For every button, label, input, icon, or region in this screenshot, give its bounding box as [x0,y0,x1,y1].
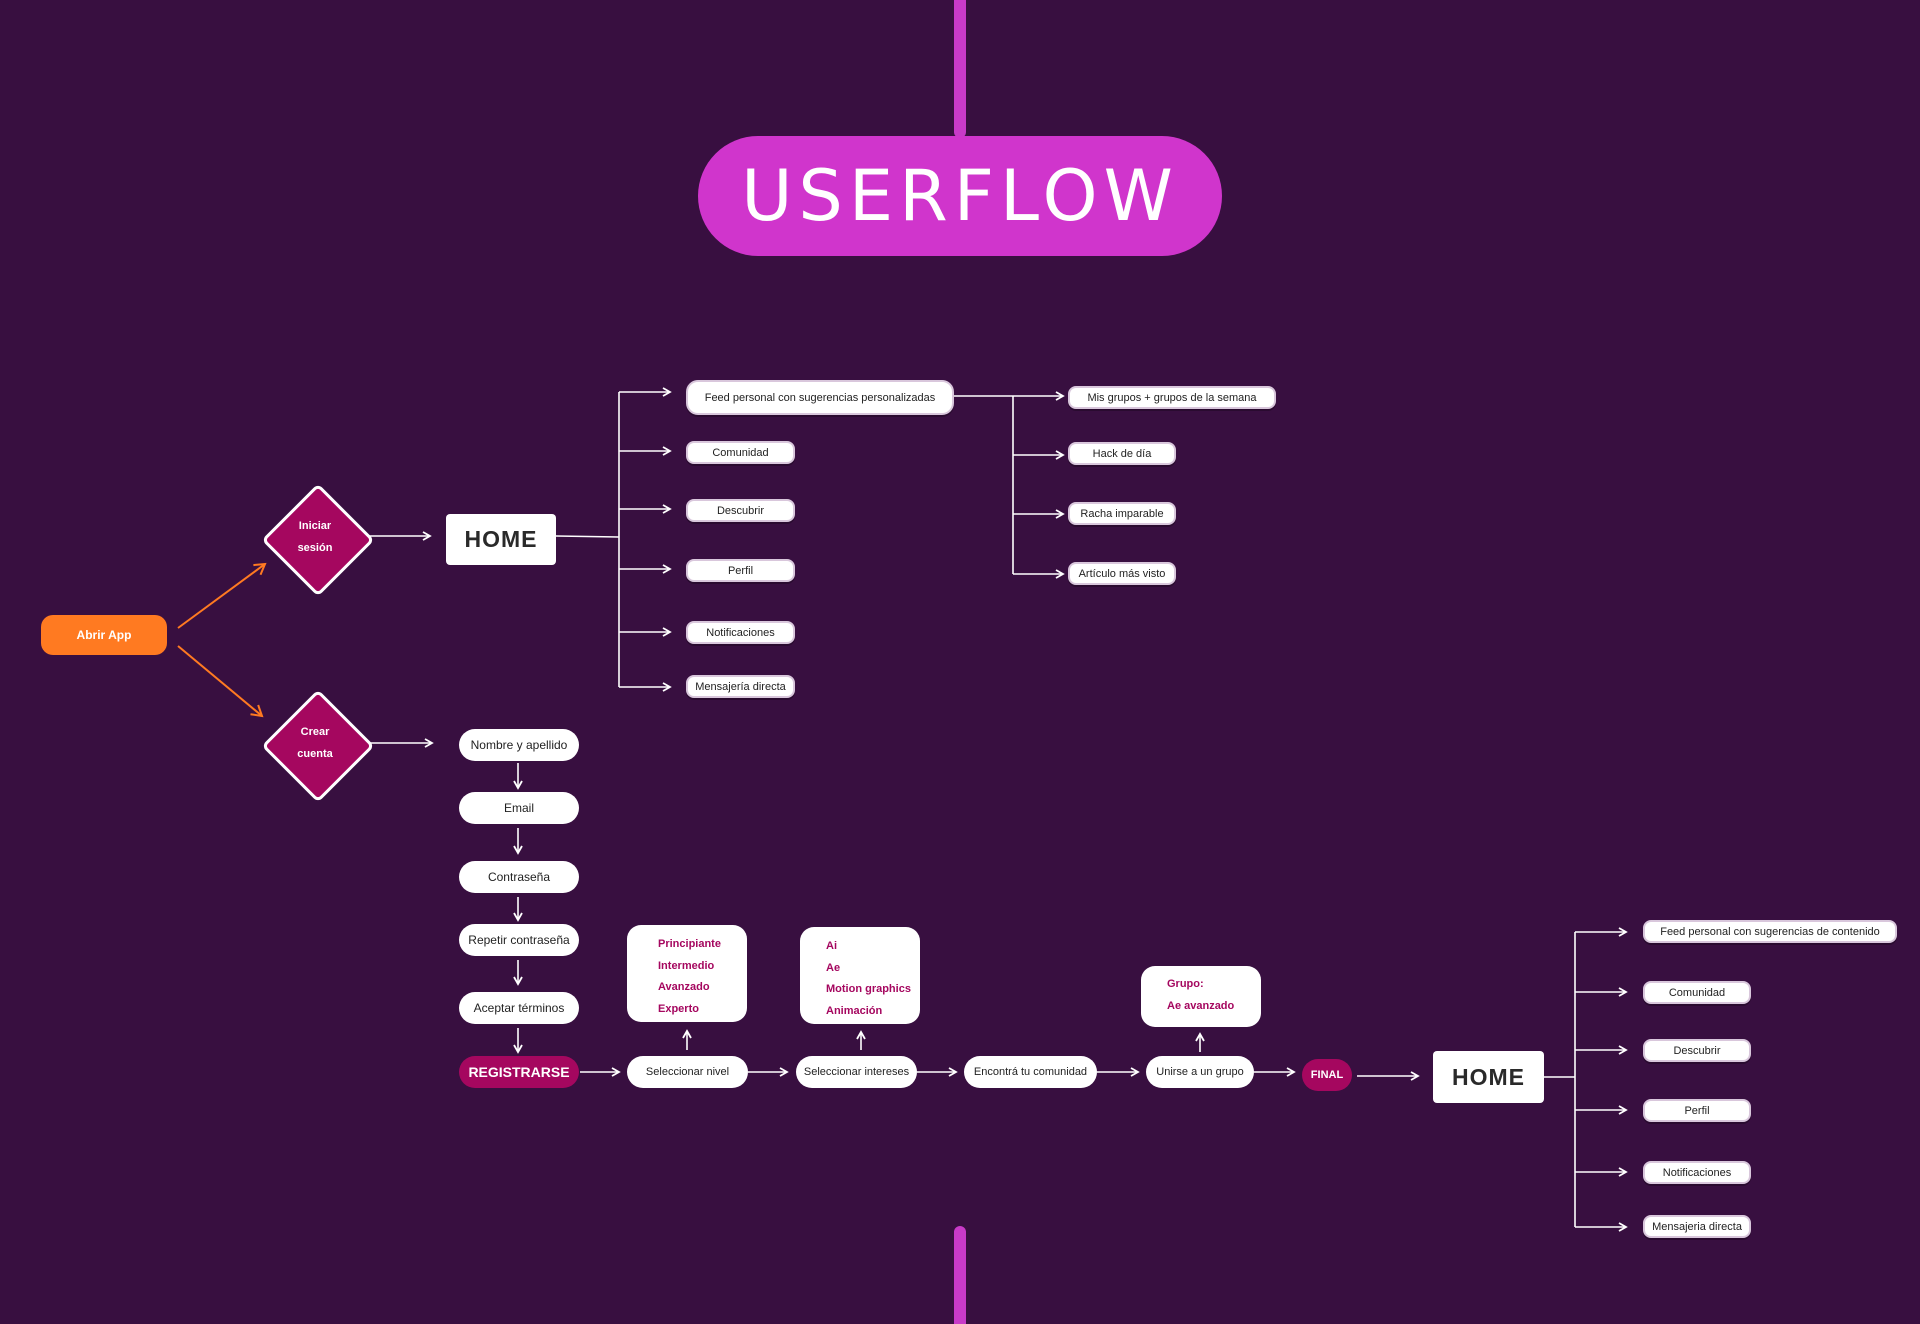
arrow-to-login [177,562,267,629]
interest-option: Ae [826,961,841,974]
arrow-to-signup [177,645,264,718]
home-trunk [555,535,620,538]
step-encontra-comunidad: Encontrá tu comunidad [964,1056,1097,1088]
field-aceptar-terminos: Aceptar términos [459,992,579,1024]
final-menu-item-notificaciones: Notificaciones [1643,1161,1751,1184]
level-option: Experto [658,1002,699,1015]
final-menu-item-perfil: Perfil [1643,1099,1751,1122]
menu-item-descubrir: Descubrir [686,499,795,522]
field-email: Email [459,792,579,824]
level-option: Principiante [658,938,721,950]
final-home-node: HOME [1433,1051,1544,1103]
group-box: Grupo: Ae avanzado [1141,966,1261,1027]
field-repetir-contrasena: Repetir contraseña [459,924,579,956]
home-node: HOME [446,514,556,565]
feed-item-hack: Hack de día [1068,442,1176,465]
final-node: FINAL [1302,1059,1352,1091]
interest-option: Animación [826,1004,883,1017]
field-contrasena: Contraseña [459,861,579,893]
menu-item-mensajeria: Mensajería directa [686,675,795,698]
register-node: REGISTRARSE [459,1056,579,1088]
top-connector-bar [954,0,966,138]
feed-item-racha: Racha imparable [1068,502,1176,525]
step-seleccionar-nivel: Seleccionar nivel [627,1056,748,1088]
feed-item-grupos: Mis grupos + grupos de la semana [1068,386,1276,409]
final-menu-item-mensajeria: Mensajeria directa [1643,1215,1751,1238]
final-menu-item-descubrir: Descubrir [1643,1039,1751,1062]
page-title: USERFLOW [698,136,1222,256]
open-app-node: Abrir App [41,615,167,655]
levels-box: Principiante Intermedio Avanzado Experto [627,925,747,1022]
final-menu-item-comunidad: Comunidad [1643,981,1751,1004]
interest-option: Ai [826,940,837,952]
bottom-connector-bar [954,1226,966,1324]
menu-item-feed: Feed personal con sugerencias personaliz… [686,380,954,415]
group-label: Grupo: [1167,978,1204,990]
step-unirse-grupo: Unirse a un grupo [1146,1056,1254,1088]
level-option: Intermedio [658,959,715,972]
level-option: Avanzado [658,981,710,993]
final-menu-item-feed: Feed personal con sugerencias de conteni… [1643,920,1897,943]
group-name: Ae avanzado [1167,999,1235,1012]
menu-item-notificaciones: Notificaciones [686,621,795,644]
menu-item-comunidad: Comunidad [686,441,795,464]
feed-item-articulo: Artículo más visto [1068,562,1176,585]
step-seleccionar-intereses: Seleccionar intereses [796,1056,917,1088]
interest-option: Motion graphics [826,983,911,995]
menu-item-perfil: Perfil [686,559,795,582]
field-nombre: Nombre y apellido [459,729,579,761]
interests-box: Ai Ae Motion graphics Animación [800,927,920,1024]
